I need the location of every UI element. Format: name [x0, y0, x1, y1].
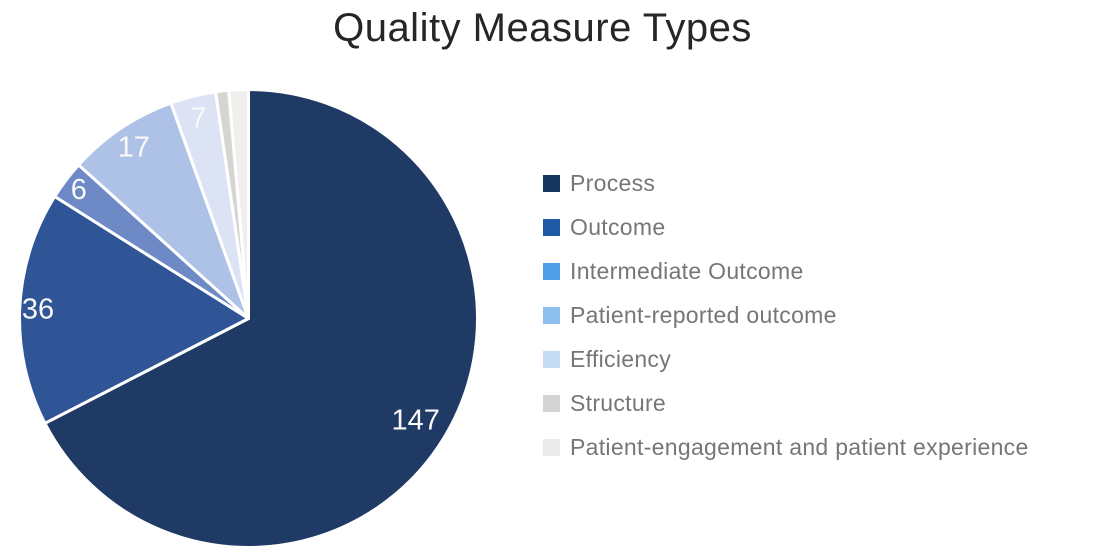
legend-swatch-icon: [543, 174, 560, 192]
slice-value-label: 6: [71, 174, 87, 206]
pie-slice: [43, 88, 479, 549]
slice-value-label: 17: [118, 131, 150, 163]
chart-title: Quality Measure Types: [333, 6, 752, 50]
pie-slice: [18, 194, 250, 425]
legend-label: Efficiency: [570, 345, 672, 372]
legend-swatch-icon: [543, 394, 560, 412]
legend-label: Process: [570, 169, 656, 196]
slice-value-label: 7: [190, 103, 206, 135]
legend-item: Efficiency: [543, 337, 1029, 381]
legend-item: Structure: [543, 381, 1029, 425]
pie-slice: [77, 101, 250, 320]
legend-swatch-icon: [543, 262, 560, 280]
legend-item: Patient-engagement and patient experienc…: [543, 425, 1029, 469]
legend-item: Patient-reported outcome: [543, 293, 1029, 337]
legend-label: Intermediate Outcome: [570, 257, 804, 284]
slice-value-label: 147: [392, 404, 440, 436]
legend-swatch-icon: [543, 306, 560, 324]
legend-swatch-icon: [543, 438, 560, 456]
legend-label: Outcome: [570, 213, 666, 240]
legend-label: Patient-engagement and patient experienc…: [570, 433, 1029, 460]
legend-label: Patient-reported outcome: [570, 301, 837, 328]
slice-value-label: 36: [22, 293, 54, 325]
legend-swatch-icon: [543, 218, 560, 236]
legend-swatch-icon: [543, 350, 560, 368]
pie-slice: [227, 88, 250, 320]
legend-label: Structure: [570, 389, 667, 416]
legend-item: Process: [543, 161, 1029, 205]
legend-item: Intermediate Outcome: [543, 249, 1029, 293]
legend-item: Outcome: [543, 205, 1029, 249]
